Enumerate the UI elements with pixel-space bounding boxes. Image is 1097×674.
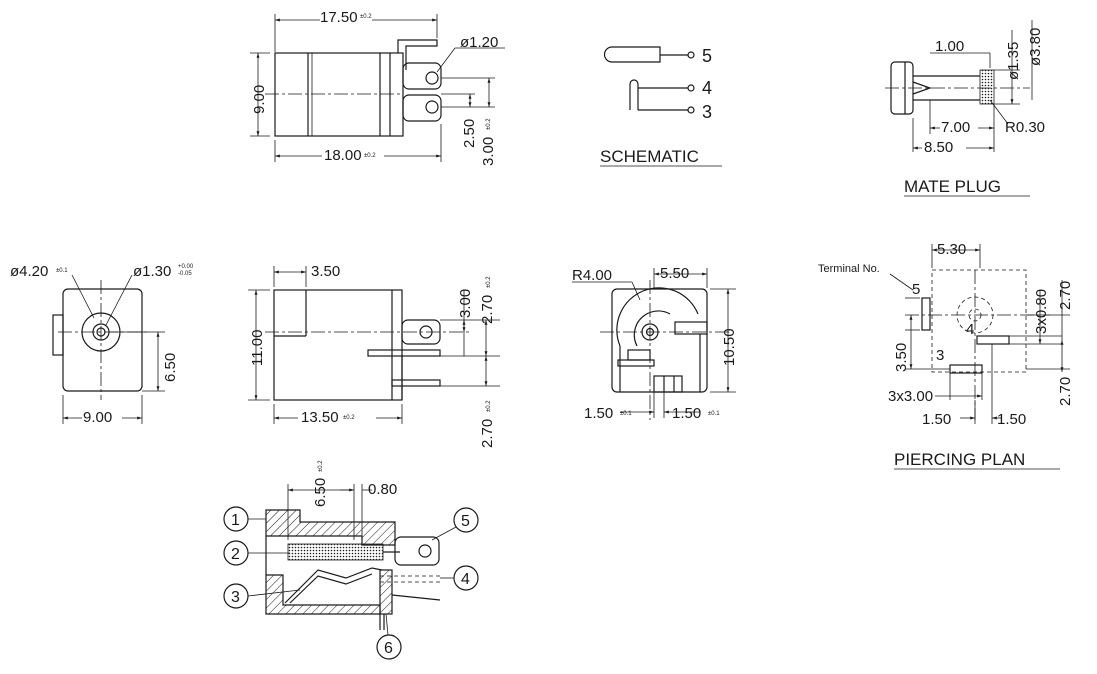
top-bottom-width: 18.00: [324, 147, 362, 164]
rear-off-left: 1.50: [584, 405, 613, 422]
schematic-pin-3: 3: [702, 102, 712, 122]
front-outer-dia: ø4.20: [10, 263, 48, 280]
callout-4: 4: [461, 571, 470, 588]
side-pin-a: 3.00: [457, 289, 474, 318]
plug-len-a: 7.00: [941, 119, 970, 136]
side-pin-c: 2.70: [479, 419, 496, 448]
side-pin-b: 2.70: [479, 295, 496, 324]
pp-left: 3.50: [893, 343, 910, 372]
section-wall: 0.80: [368, 481, 397, 498]
top-view: 17.50 ±0.2 ø1.20 9.00 18.00 ±0.2 2.50 3.…: [250, 9, 505, 166]
pp-terminal-4: 4: [966, 321, 974, 338]
rear-view: R4.00 5.50 10.50 1.50 ±0.1 1.50 ±0.1: [572, 265, 738, 422]
rear-off-right-tol: ±0.1: [708, 411, 720, 417]
pp-terminal-3: 3: [936, 347, 944, 364]
pp-terminal-5: 5: [912, 281, 920, 298]
piercing-plan-title: PIERCING PLAN: [894, 450, 1025, 469]
schematic-title: SCHEMATIC: [600, 147, 699, 166]
top-bottom-tol: ±0.2: [364, 153, 376, 159]
schematic: 5 4 3 SCHEMATIC: [600, 46, 722, 167]
front-center-height: 6.50: [162, 353, 179, 382]
rear-radius: R4.00: [572, 267, 612, 284]
callout-1: 1: [231, 512, 240, 529]
callout-2: 2: [231, 546, 240, 563]
pp-bottom-right: 1.50: [997, 411, 1026, 428]
side-length: 13.50: [301, 409, 339, 426]
section-depth-tol: ±0.2: [318, 460, 324, 472]
schematic-pin-5: 5: [702, 46, 712, 66]
front-pin-tol-lower: -0.05: [178, 271, 192, 277]
top-height: 9.00: [251, 85, 268, 114]
side-pin-b-tol: ±0.2: [486, 276, 492, 288]
side-height: 11.00: [249, 330, 266, 366]
front-pin-dia: ø1.30: [133, 263, 171, 280]
terminal-label: Terminal No.: [818, 263, 880, 275]
piercing-plan: Terminal No. 5 4 3 5.30 3x0.80 2.70 2.70…: [818, 241, 1074, 470]
pp-right-bottom: 2.70: [1057, 377, 1074, 406]
side-top-offset: 3.50: [311, 263, 340, 280]
rear-off-left-tol: ±0.1: [620, 411, 632, 417]
mate-plug-title: MATE PLUG: [904, 177, 1001, 196]
front-view: ø4.20 ±0.1 ø1.30 +0.00 -0.05 6.50 9.00: [10, 263, 194, 426]
schematic-pin-4: 4: [702, 78, 712, 98]
top-pin-gap-b-tol: ±0.2: [486, 118, 492, 130]
section-depth: 6.50: [312, 478, 329, 507]
pp-slot: 3x0.80: [1033, 289, 1050, 334]
front-width: 9.00: [83, 409, 112, 426]
callout-3: 3: [231, 589, 240, 606]
plug-d-inner: ø1.35: [1005, 42, 1022, 80]
pp-bottom-left: 1.50: [922, 411, 951, 428]
side-pin-c-tol: ±0.2: [486, 400, 492, 412]
front-outer-dia-tol: ±0.1: [56, 268, 68, 274]
mate-plug: ø1.35 ø3.80 1.00 7.00 R0.30 8.50 MATE PL…: [885, 20, 1045, 197]
top-width-value: 17.50: [320, 9, 358, 26]
plug-d-tip: 1.00: [935, 38, 964, 55]
side-length-tol: ±0.2: [343, 415, 355, 421]
front-pin-tol-upper: +0.00: [178, 264, 194, 270]
callout-6: 6: [384, 640, 393, 657]
top-pin-gap-a: 2.50: [461, 119, 478, 148]
pp-right-top: 2.70: [1057, 281, 1074, 310]
rear-width: 5.50: [660, 265, 689, 282]
plug-len-b: 8.50: [924, 139, 953, 156]
top-pin-dia: ø1.20: [460, 34, 498, 51]
section-view: 6.50 ±0.2 0.80 1 2 3 4 5 6: [223, 460, 479, 660]
top-width-tol: ±0.2: [360, 14, 372, 20]
pp-top-width: 5.30: [937, 241, 966, 258]
rear-off-right: 1.50: [672, 405, 701, 422]
top-pin-gap-b: 3.00: [480, 137, 497, 166]
top-view-body: [274, 52, 404, 137]
callout-5: 5: [461, 513, 470, 530]
rear-height: 10.50: [721, 328, 738, 366]
pp-slot-len: 3x3.00: [888, 388, 933, 405]
plug-d-outer: ø3.80: [1027, 28, 1044, 66]
side-view: 3.50 11.00 13.50 ±0.2 3.00 2.70 ±0.2 2.7…: [248, 263, 500, 448]
plug-radius: R0.30: [1005, 119, 1045, 136]
